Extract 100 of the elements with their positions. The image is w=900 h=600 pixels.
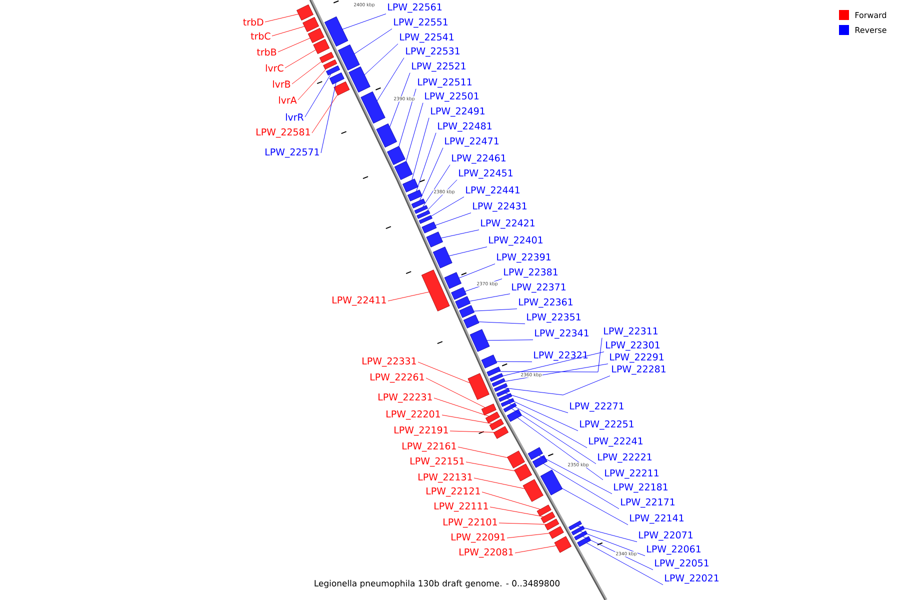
gene-label: LPW_22021 xyxy=(665,574,718,584)
leader-line xyxy=(586,542,664,586)
leader-line xyxy=(509,403,588,448)
gene-block xyxy=(468,373,490,400)
leader-line xyxy=(458,264,496,278)
gene-block xyxy=(421,270,450,312)
gene-label: LPW_22081 xyxy=(460,548,513,558)
gene-label: LPW_22331 xyxy=(362,357,416,367)
gene-block xyxy=(514,464,532,482)
gene-label: LPW_22531 xyxy=(406,47,460,57)
gene-label: LPW_22511 xyxy=(418,78,472,88)
leader-line xyxy=(292,61,322,84)
gene-label: LPW_22291 xyxy=(610,353,664,363)
gene-block xyxy=(394,160,413,180)
gene-label: trbD xyxy=(243,18,264,26)
leader-line xyxy=(364,44,398,76)
gene-block xyxy=(319,52,334,64)
gene-block xyxy=(432,246,452,268)
gene-block xyxy=(540,470,563,496)
gene-label: LPW_22481 xyxy=(438,122,492,132)
leader-line xyxy=(426,180,458,212)
gene-label: LPW_22501 xyxy=(425,92,478,102)
gene-label: LPW_22151 xyxy=(410,457,464,467)
leader-line xyxy=(431,196,464,216)
gene-block xyxy=(554,536,572,553)
leader-line xyxy=(505,393,568,414)
leader-line xyxy=(418,362,470,384)
leader-line xyxy=(434,398,490,417)
leader-line xyxy=(448,246,488,256)
gene-block xyxy=(522,479,544,502)
leader-line xyxy=(466,462,516,472)
leader-line xyxy=(398,88,416,146)
gene-block xyxy=(360,91,386,124)
gene-block xyxy=(493,426,509,439)
gene-block xyxy=(326,65,340,76)
gene-block xyxy=(470,329,490,352)
gene-label: LPW_22321 xyxy=(534,351,588,361)
leader-line xyxy=(388,292,430,302)
leader-line xyxy=(514,545,556,554)
leader-line xyxy=(486,340,534,341)
gene-label: LPW_22181 xyxy=(614,483,668,493)
gene-label: trbB xyxy=(256,48,276,56)
gene-block xyxy=(568,520,582,530)
leader-line xyxy=(517,417,604,480)
gene-label: LPW_22191 xyxy=(394,426,448,436)
gene-label: LPW_22471 xyxy=(445,137,498,147)
gene-block xyxy=(492,378,506,387)
gene-block xyxy=(426,232,443,248)
gene-block xyxy=(489,418,504,430)
gene-block xyxy=(528,447,543,460)
leader-line xyxy=(416,132,436,192)
gene-label: LPW_22521 xyxy=(412,62,466,72)
leader-line xyxy=(482,492,541,510)
leader-line xyxy=(435,212,472,226)
gene-block xyxy=(444,272,462,289)
leader-line xyxy=(390,72,410,128)
leader-line xyxy=(320,82,336,154)
gene-block xyxy=(540,512,556,524)
leader-line xyxy=(474,478,525,489)
leader-line xyxy=(469,294,510,302)
leader-line xyxy=(580,531,646,556)
leader-line xyxy=(458,446,508,458)
gene-label: LPW_22411 xyxy=(332,296,386,306)
leader-line xyxy=(490,506,544,517)
gene-block xyxy=(577,536,592,547)
gene-label: LPW_22101 xyxy=(444,518,497,528)
gene-block xyxy=(455,296,470,309)
gene-label: LPW_22111 xyxy=(434,502,488,512)
gene-block xyxy=(532,455,548,468)
gene-label: LPW_22231 xyxy=(378,393,432,403)
gene-label: LPW_22551 xyxy=(394,18,448,28)
leader-line xyxy=(422,164,450,208)
leader-line xyxy=(412,118,430,180)
leader-line xyxy=(376,58,404,102)
gene-block xyxy=(329,72,344,85)
leader-line xyxy=(504,364,608,382)
gene-label: LPW_22361 xyxy=(519,298,572,308)
gene-label: lvrB xyxy=(273,80,290,88)
gene-block xyxy=(485,412,500,424)
leader-line xyxy=(504,376,610,396)
gene-label: LPW_22351 xyxy=(527,313,580,323)
gene-block xyxy=(338,44,360,71)
gene-block xyxy=(496,388,510,397)
gene-block xyxy=(506,409,522,422)
gene-label: LPW_22461 xyxy=(452,154,506,164)
gene-label: LPW_22201 xyxy=(386,410,440,420)
gene-label: LPW_22421 xyxy=(481,219,534,229)
leader-line xyxy=(464,278,502,292)
leader-line xyxy=(498,338,602,372)
gene-block xyxy=(507,450,525,468)
gene-label: LPW_22561 xyxy=(388,3,442,13)
gene-label: LPW_22431 xyxy=(473,202,526,212)
gene-block xyxy=(376,123,397,148)
gene-label: LPW_22381 xyxy=(504,268,558,278)
gene-block xyxy=(571,526,585,536)
gene-block xyxy=(348,66,370,93)
leader-line xyxy=(498,522,547,525)
gene-block xyxy=(387,146,406,165)
leader-line xyxy=(442,414,492,424)
gene-label: LPW_22261 xyxy=(370,373,424,383)
